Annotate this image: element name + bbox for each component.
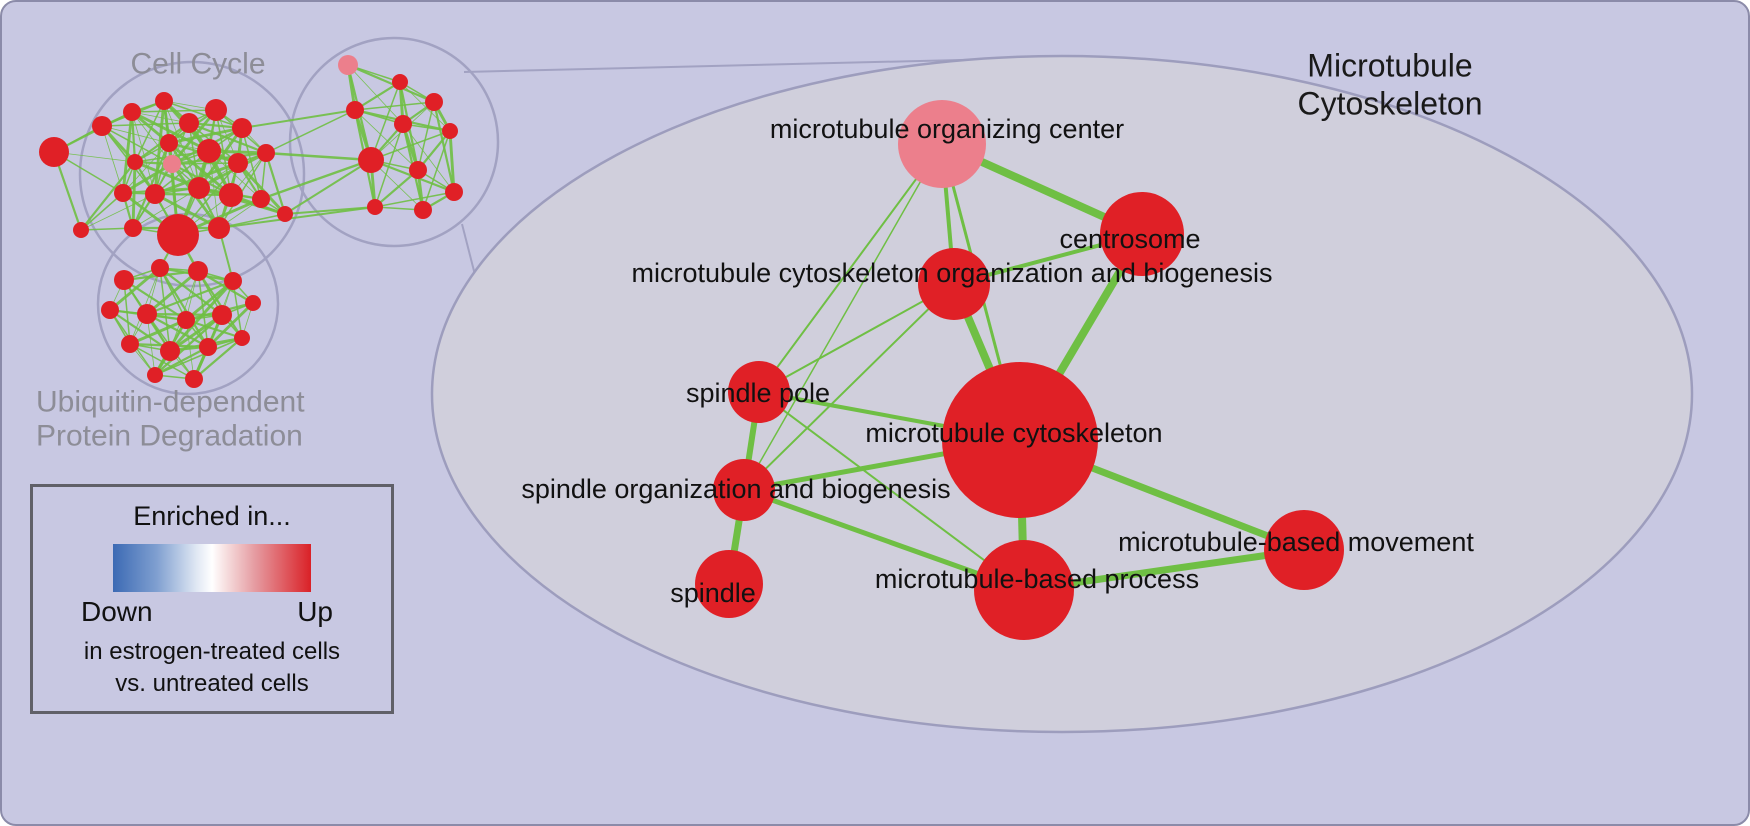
node-mco	[918, 248, 990, 320]
overview-node	[127, 154, 143, 170]
node-mt-movement	[1264, 510, 1344, 590]
overview-node	[188, 261, 208, 281]
cluster-circle-cc	[78, 60, 306, 288]
overview-node	[445, 183, 463, 201]
overview-node	[358, 147, 384, 173]
overview-node	[114, 184, 132, 202]
overview-node	[338, 55, 358, 75]
node-spindle-pole	[728, 361, 790, 423]
overview-node	[197, 139, 221, 163]
overview-node	[92, 116, 112, 136]
overview-node	[121, 335, 139, 353]
overview-node	[219, 183, 243, 207]
overview-node	[177, 311, 195, 329]
node-moc	[898, 100, 986, 188]
overview-node	[185, 370, 203, 388]
overview-node	[367, 199, 383, 215]
overview-node	[277, 206, 293, 222]
overview-node	[199, 338, 217, 356]
edge-mco--spindle-org	[743, 283, 955, 491]
overview-edges	[52, 63, 456, 380]
overview-node	[232, 118, 252, 138]
overview-node	[394, 115, 412, 133]
overview-node	[409, 161, 427, 179]
overview-node	[392, 74, 408, 90]
overview-node	[179, 113, 199, 133]
overview-node	[252, 190, 270, 208]
node-mt-process	[974, 540, 1074, 640]
overview-node	[151, 259, 169, 277]
edge-mco--spindle-pole	[758, 283, 955, 393]
edge-moc--spindle-org	[743, 143, 943, 491]
overview-node	[101, 301, 119, 319]
node-spindle	[695, 550, 763, 618]
overview-node	[137, 304, 157, 324]
node-spindle-org	[713, 459, 775, 521]
edge-moc--spindle-pole	[758, 143, 943, 393]
node-mt-cytoskeleton	[942, 362, 1098, 518]
overview-node	[188, 177, 210, 199]
node-centrosome	[1100, 192, 1184, 276]
magnifier-cone-line	[463, 57, 1043, 73]
overview-node	[114, 270, 134, 290]
overview-node	[73, 222, 89, 238]
overview-node	[234, 330, 250, 346]
overview-node	[442, 123, 458, 139]
overview-node	[163, 155, 181, 173]
overview-node	[224, 272, 242, 290]
overview-node	[147, 367, 163, 383]
overview-node	[160, 341, 180, 361]
overview-node	[228, 153, 248, 173]
overview-node	[414, 201, 432, 219]
edge-spindle-pole--mt-process	[758, 391, 1025, 591]
overview-node	[155, 92, 173, 110]
overview-nodes	[39, 55, 463, 388]
overview-node	[346, 101, 364, 119]
overview-node	[208, 217, 230, 239]
zoom-nodes	[695, 100, 1344, 640]
overview-node	[205, 99, 227, 121]
overview-node	[123, 103, 141, 121]
overview-node	[39, 137, 69, 167]
overview-node	[425, 93, 443, 111]
overview-node	[145, 184, 165, 204]
overview-node	[245, 295, 261, 311]
overview-node	[157, 214, 199, 256]
overview-node	[257, 144, 275, 162]
overview-node	[124, 219, 142, 237]
overview-node	[160, 134, 178, 152]
overview-node	[212, 305, 232, 325]
